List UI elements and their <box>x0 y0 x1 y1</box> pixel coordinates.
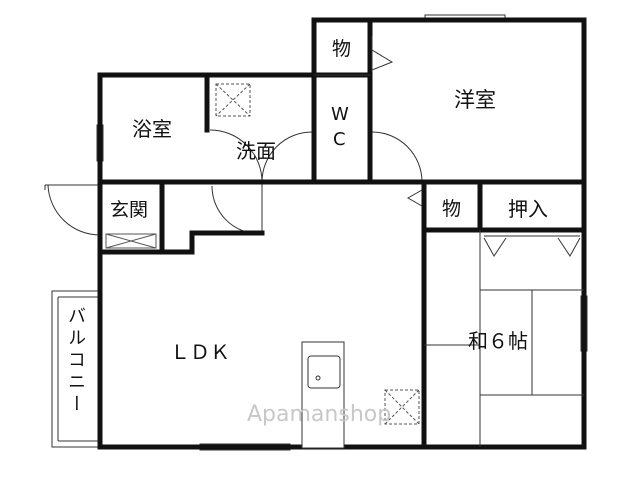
vent-ldk <box>384 389 420 425</box>
wc-door-swing-2 <box>371 131 423 183</box>
vent-washroom <box>215 83 251 117</box>
watermark-logo: Apamanshop <box>247 402 392 427</box>
bathroom-label: 浴室 <box>132 117 172 141</box>
entrance-door-swing <box>47 184 101 236</box>
storage-door-mark <box>371 49 394 71</box>
entrance-label: 玄関 <box>110 199 149 221</box>
interior-lines <box>314 36 584 447</box>
closet-door-mark-right <box>557 237 581 257</box>
western-room-label: 洋室 <box>454 88 496 112</box>
kitchen-sink <box>301 341 345 449</box>
ldk-door-swing <box>211 185 261 235</box>
closet-door-mark-left <box>483 237 507 257</box>
washroom-label: 洗面 <box>236 139 276 163</box>
closet-label: 押入 <box>508 197 548 221</box>
storage-top-label: 物 <box>332 38 352 60</box>
japanese-room-label: 和６帖 <box>468 329 528 353</box>
storage-mid-door-mark <box>406 189 423 207</box>
ldk-label: ＬＤＫ <box>170 340 230 364</box>
wc-door-swing <box>261 131 313 183</box>
wc-w-label: W <box>331 104 349 125</box>
vents <box>215 83 420 425</box>
wc-c-label: C <box>333 129 346 150</box>
entrance-box <box>105 233 157 249</box>
storage-mid-label: 物 <box>442 198 462 220</box>
balcony-label: バルコニー <box>65 306 86 416</box>
washroom-door-swing <box>209 129 263 183</box>
